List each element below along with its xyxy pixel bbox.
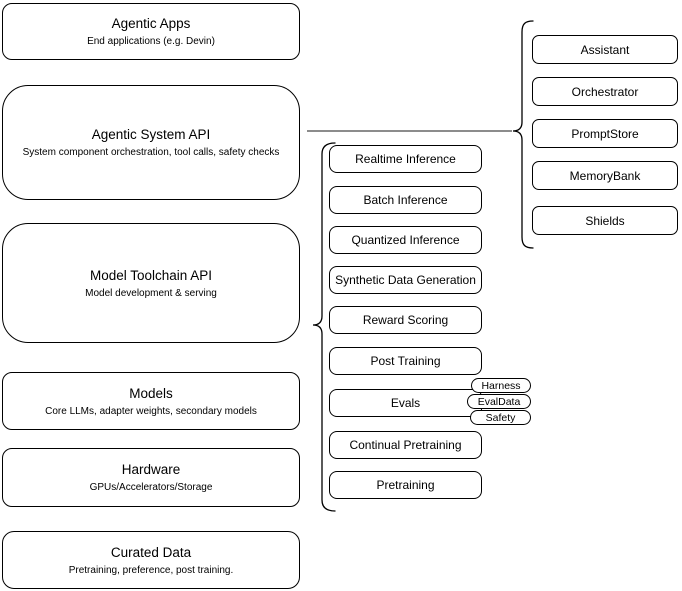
node-label: PromptStore: [571, 126, 639, 141]
node-subtitle: GPUs/Accelerators/Storage: [89, 482, 213, 493]
node-subtitle: Pretraining, preference, post training.: [68, 564, 234, 576]
node-label: Evals: [390, 396, 421, 410]
node-batch-inference: Batch Inference: [329, 186, 482, 214]
node-synthetic-data-generation: Synthetic Data Generation: [329, 266, 482, 294]
tag-label: Harness: [481, 379, 521, 392]
node-label: Assistant: [580, 42, 630, 57]
node-curated-data: Curated Data Pretraining, preference, po…: [2, 531, 300, 589]
node-orchestrator: Orchestrator: [532, 77, 678, 106]
node-label: Realtime Inference: [355, 152, 456, 166]
node-label: Quantized Inference: [351, 233, 460, 247]
node-evals: Evals: [329, 389, 482, 417]
tag-safety: Safety: [470, 410, 531, 425]
tag-evaldata: EvalData: [467, 394, 531, 409]
system-group-brace: [512, 20, 534, 249]
node-promptstore: PromptStore: [532, 119, 678, 148]
node-subtitle: Model development & serving: [85, 287, 217, 299]
node-reward-scoring: Reward Scoring: [329, 306, 482, 334]
node-label: Continual Pretraining: [349, 438, 462, 452]
node-hardware: Hardware GPUs/Accelerators/Storage: [2, 448, 300, 507]
node-label: Shields: [585, 213, 625, 228]
node-agentic-apps: Agentic Apps End applications (e.g. Devi…: [2, 3, 300, 60]
node-subtitle: End applications (e.g. Devin): [87, 36, 215, 47]
node-label: Post Training: [370, 354, 441, 368]
tag-label: Safety: [485, 411, 516, 424]
node-models: Models Core LLMs, adapter weights, secon…: [2, 372, 300, 430]
node-shields: Shields: [532, 206, 678, 235]
tag-harness: Harness: [471, 378, 531, 393]
node-title: Curated Data: [110, 544, 192, 560]
node-assistant: Assistant: [532, 35, 678, 64]
node-memorybank: MemoryBank: [532, 161, 678, 190]
node-title: Model Toolchain API: [89, 267, 213, 283]
node-label: Orchestrator: [571, 84, 639, 99]
node-label: Pretraining: [376, 478, 435, 492]
node-title: Hardware: [121, 462, 181, 477]
node-label: Batch Inference: [363, 193, 448, 207]
node-title: Agentic System API: [91, 127, 211, 142]
node-label: Reward Scoring: [362, 313, 449, 327]
node-model-toolchain-api: Model Toolchain API Model development & …: [2, 223, 300, 343]
node-quantized-inference: Quantized Inference: [329, 226, 482, 254]
node-title: Models: [129, 385, 173, 401]
node-label: MemoryBank: [569, 168, 641, 183]
node-agentic-system-api: Agentic System API System component orch…: [2, 85, 300, 200]
node-post-training: Post Training: [329, 347, 482, 375]
node-realtime-inference: Realtime Inference: [329, 145, 482, 173]
node-pretraining: Pretraining: [329, 471, 482, 499]
node-title: Agentic Apps: [111, 16, 191, 31]
node-subtitle: Core LLMs, adapter weights, secondary mo…: [45, 405, 257, 417]
tag-label: EvalData: [477, 395, 521, 408]
node-continual-pretraining: Continual Pretraining: [329, 431, 482, 459]
node-subtitle: System component orchestration, tool cal…: [22, 147, 280, 158]
node-label: Synthetic Data Generation: [335, 273, 476, 287]
